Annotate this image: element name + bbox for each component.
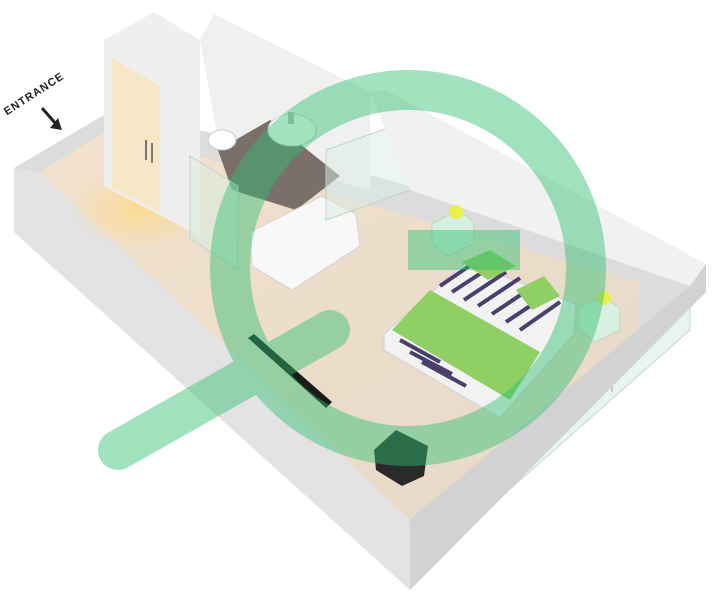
armchair — [374, 430, 428, 486]
glass-partition — [189, 155, 239, 271]
toilet — [207, 129, 237, 151]
bathroom-floor — [218, 120, 340, 210]
pillow — [462, 250, 516, 280]
left-wall-face — [14, 168, 410, 590]
bed-duvet — [392, 290, 540, 400]
brand-logo-watermark — [98, 70, 606, 470]
bedroom-back-wall — [370, 90, 706, 286]
bathtub — [249, 195, 361, 291]
lamp-right — [597, 291, 611, 305]
front-slab — [410, 264, 706, 590]
pillow — [516, 276, 560, 310]
arrow-down-icon — [40, 107, 62, 130]
tv-panel — [248, 334, 332, 408]
sink-faucet — [288, 112, 294, 124]
lamp-left — [449, 205, 463, 219]
wardrobe-front — [112, 58, 160, 212]
